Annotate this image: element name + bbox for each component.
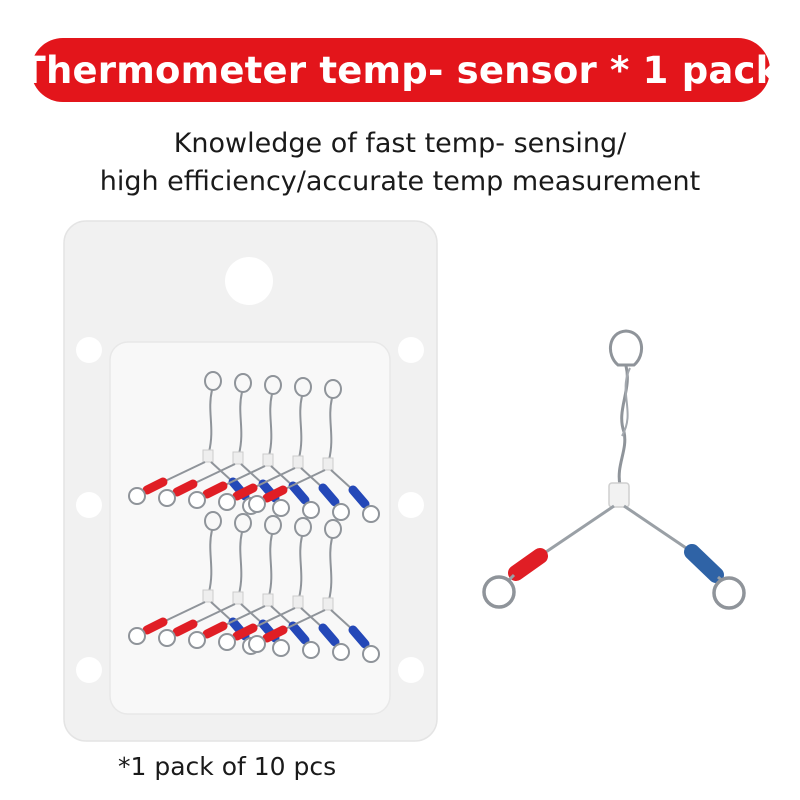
hang-hole xyxy=(225,257,273,305)
pack-quantity-caption: *1 pack of 10 pcs xyxy=(118,752,337,781)
product-subtitle: Knowledge of fast temp- sensing/ high ef… xyxy=(0,125,800,201)
single-probe xyxy=(482,329,746,610)
mini-probe xyxy=(248,379,380,523)
mini-probe xyxy=(158,513,290,657)
mini-probe xyxy=(188,375,320,519)
mini-probe xyxy=(218,517,350,661)
mini-probe xyxy=(248,519,380,663)
banner-title: Thermometer temp- sensor * 1 pack xyxy=(20,48,781,92)
title-banner: Thermometer temp- sensor * 1 pack xyxy=(21,38,780,102)
mini-probe xyxy=(158,373,290,517)
subtitle-line-1: Knowledge of fast temp- sensing/ xyxy=(173,128,627,159)
mini-probe xyxy=(218,377,350,521)
mini-probe xyxy=(188,515,320,659)
blister-pack xyxy=(63,220,438,742)
packaged-probes xyxy=(128,371,380,663)
subtitle-line-2: high efficiency/accurate temp measuremen… xyxy=(99,166,701,197)
